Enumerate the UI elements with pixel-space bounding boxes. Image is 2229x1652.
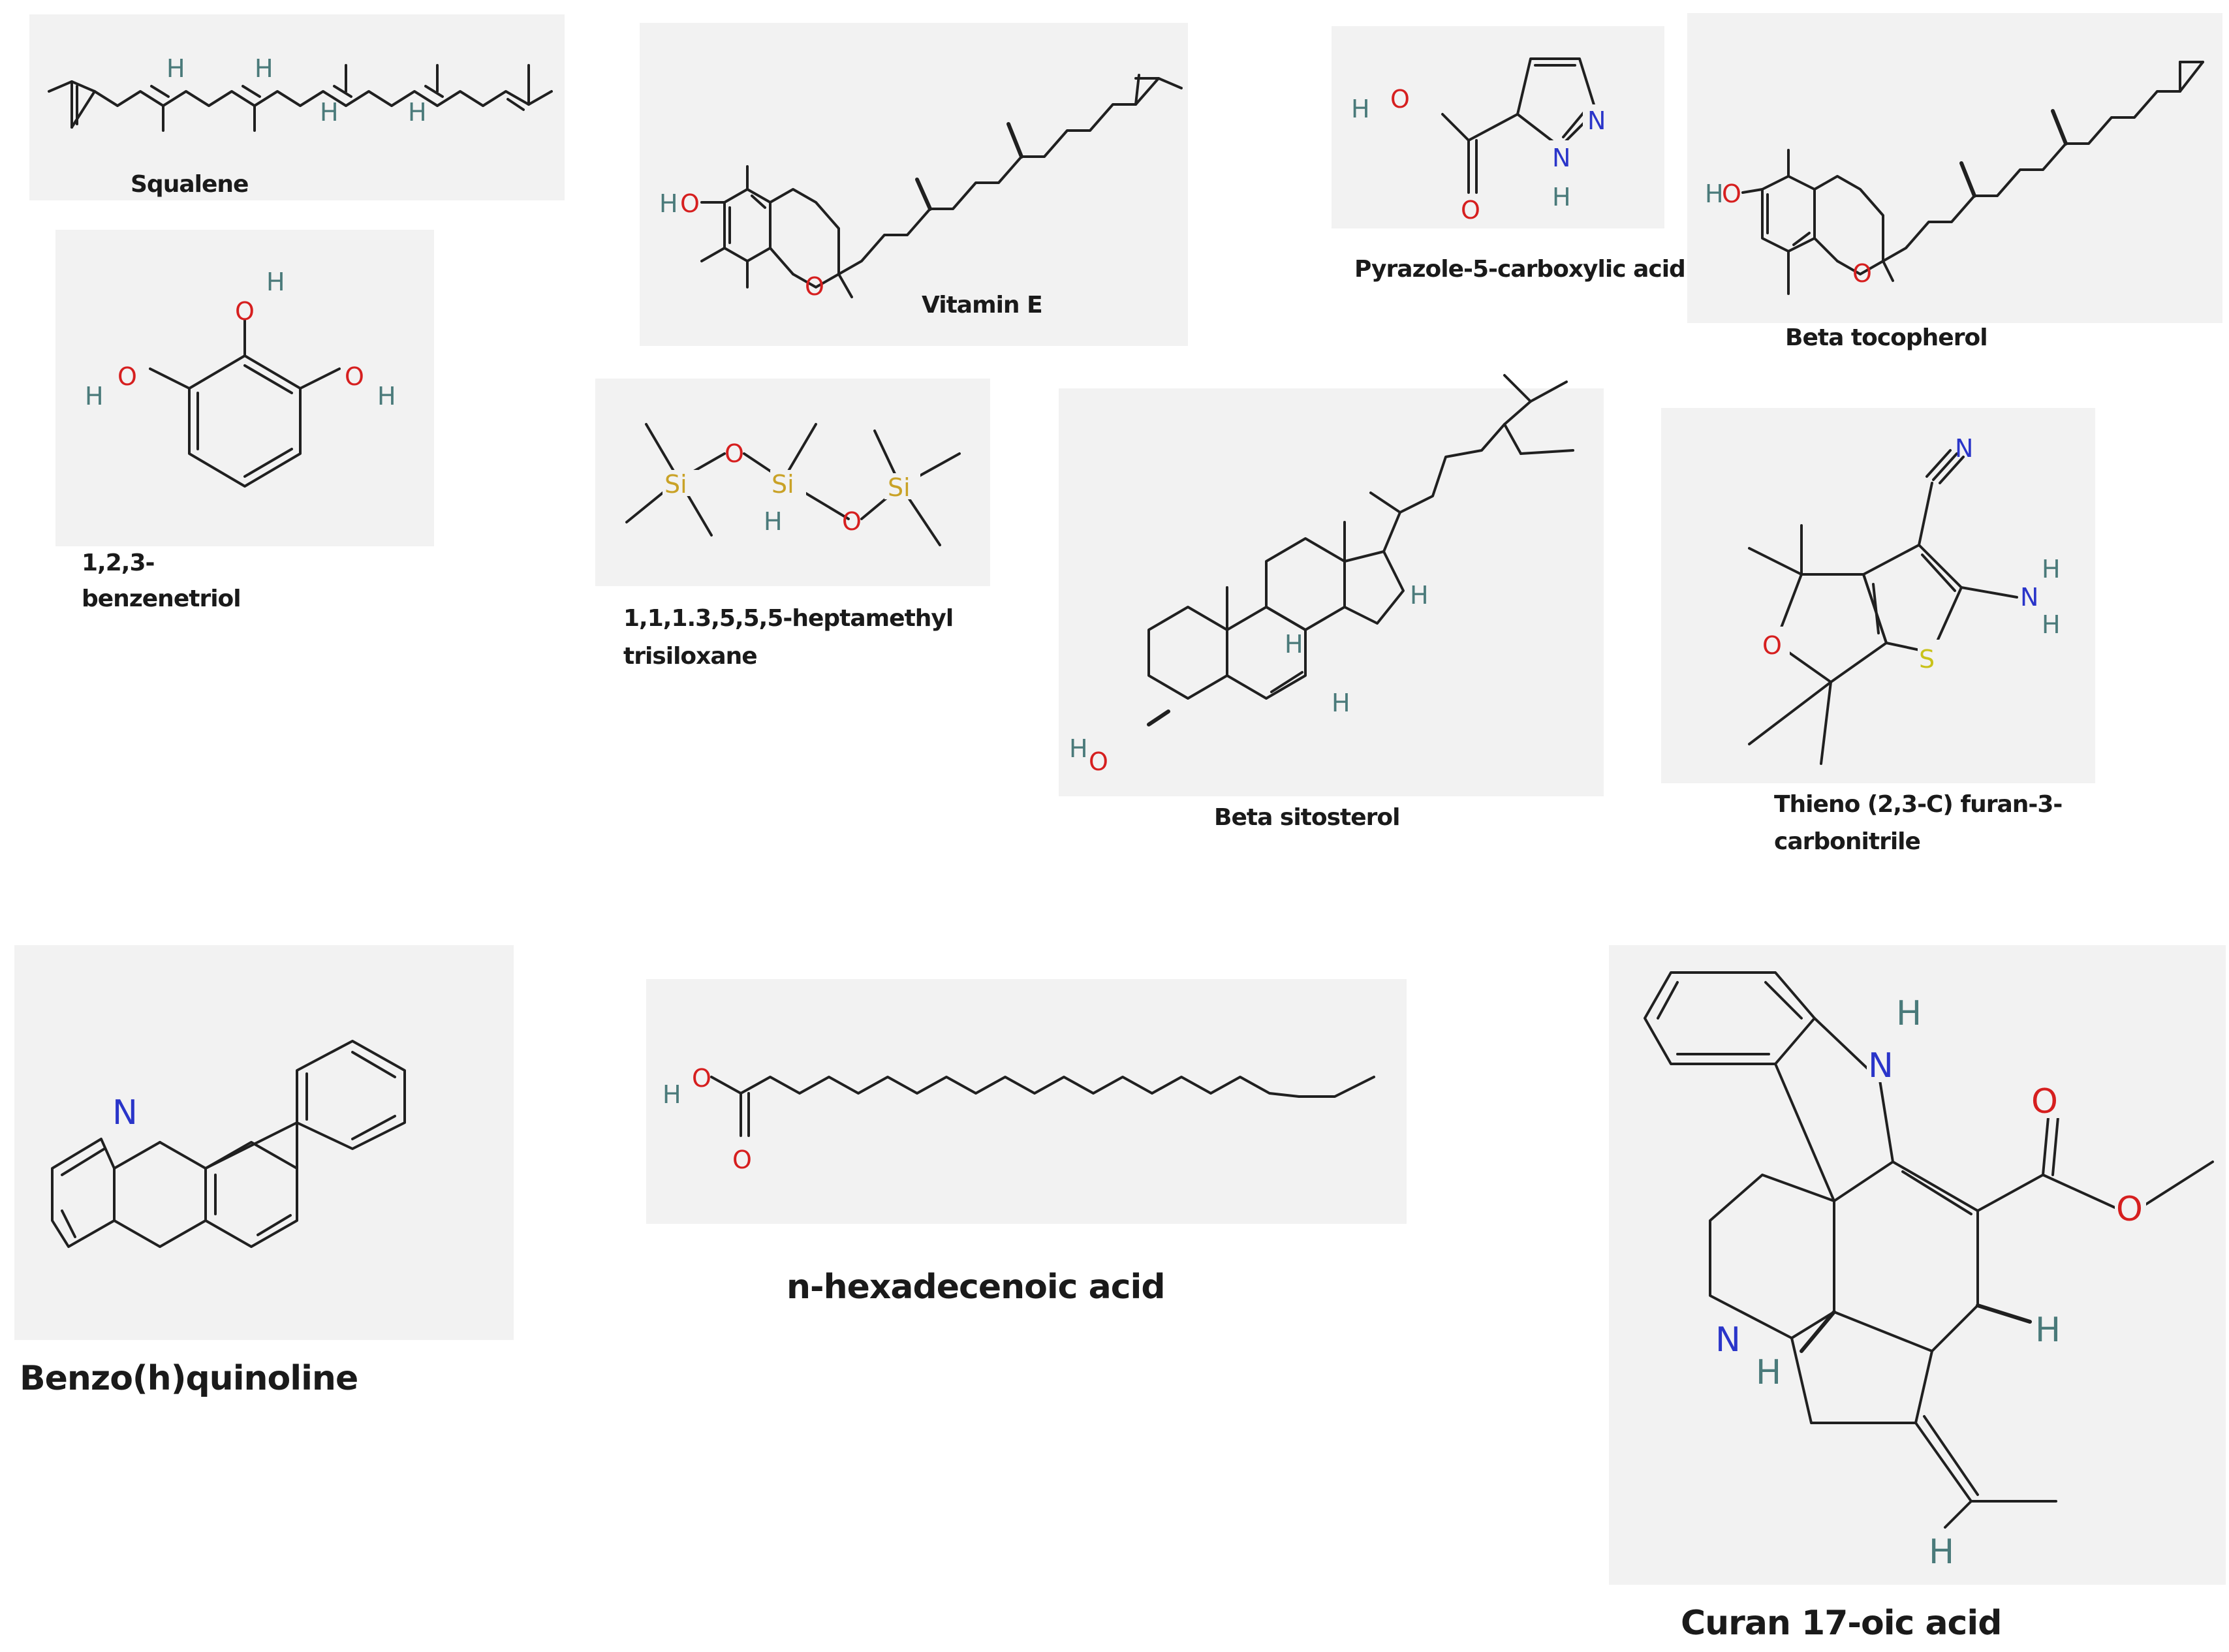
beta-tocopherol-h: H (1705, 179, 1724, 208)
benzenetriol-o-right: O (345, 362, 364, 391)
beta-tocopherol-structure: O H O (1705, 61, 2204, 295)
pyrazole-caption: Pyrazole-5-carboxylic acid (1354, 256, 1686, 283)
hexadecenoic-carbonyl-o: O (732, 1145, 752, 1174)
curan-carbonyl-o: O (2031, 1082, 2058, 1121)
vitamin-e-panel (640, 23, 1188, 346)
thieno-o: O (1762, 631, 1782, 660)
beta-tocopherol-caption: Beta tocopherol (1785, 324, 1988, 351)
curan-ester-o: O (2116, 1190, 2143, 1229)
siloxane-si-3: Si (888, 473, 911, 502)
benzenetriol-panel (55, 230, 434, 546)
beta-sitosterol-structure: H O H H H (1069, 374, 1574, 776)
benzenetriol-o-left: O (117, 362, 137, 391)
siloxane-si-1: Si (664, 470, 687, 499)
beta-sitosterol-h-17: H (1410, 581, 1429, 610)
squalene-h-2: H (255, 54, 273, 83)
thieno-caption-line1: Thieno (2,3-C) furan-3- (1774, 791, 2063, 818)
vitamin-e-oh-o: O (680, 189, 700, 218)
beta-tocopherol-oh-o: O (1722, 179, 1741, 208)
hexadecenoic-panel (646, 979, 1407, 1224)
beta-tocopherol-ring-o: O (1852, 259, 1872, 288)
squalene-h-1: H (166, 54, 185, 83)
pyrazole-n-2: N (1552, 144, 1570, 172)
beta-sitosterol-caption: Beta sitosterol (1214, 804, 1400, 831)
curan-caption: Curan 17-oic acid (1681, 1604, 2002, 1643)
siloxane-structure: Si O Si H O Si (625, 423, 961, 546)
beta-sitosterol-h-14: H (1332, 689, 1350, 717)
vitamin-e-caption: Vitamin E (922, 292, 1043, 319)
pyrazole-nh-h: H (1552, 183, 1571, 211)
thieno-structure: O S N N H H (1748, 434, 2061, 765)
siloxane-o-1: O (725, 439, 744, 468)
vitamin-e-structure: O H O (659, 74, 1183, 301)
pyrazole-carbonyl-o: O (1461, 196, 1480, 225)
benzenetriol-h-right: H (377, 382, 396, 411)
siloxane-si-h: H (764, 507, 783, 536)
pyrazole-structure: N N H O H O (1351, 57, 1609, 225)
benzenetriol-h-top: H (266, 268, 285, 296)
pyrazole-n-1: N (1587, 106, 1606, 135)
hexadecenoic-structure: H O O (662, 1064, 1375, 1174)
curan-h-vinyl: H (1929, 1533, 1954, 1572)
benzenetriol-h-left: H (85, 382, 104, 411)
squalene-h-4: H (408, 98, 427, 127)
pyrazole-oh-h: H (1351, 95, 1370, 123)
vitamin-e-h: H (659, 189, 678, 218)
thieno-caption-line2: carbonitrile (1774, 828, 1921, 855)
squalene-h-3: H (320, 98, 339, 127)
beta-sitosterol-h-9: H (1285, 630, 1303, 659)
vitamin-e-ring-o: O (805, 272, 824, 301)
benzoquinoline-structure: N (51, 1040, 406, 1248)
thieno-s: S (1919, 645, 1935, 674)
beta-sitosterol-o: O (1089, 747, 1108, 776)
curan-nh-h: H (1896, 994, 1922, 1033)
thieno-nitrile-n: N (1955, 434, 1973, 463)
hexadecenoic-caption: n-hexadecenoic acid (787, 1268, 1166, 1307)
thieno-panel (1661, 408, 2095, 783)
curan-indole-n: N (1868, 1046, 1894, 1085)
curan-amine-n: N (1715, 1320, 1741, 1360)
beta-tocopherol-panel (1687, 13, 2222, 323)
benzenetriol-structure: O H H O O H (85, 268, 396, 488)
siloxane-caption-line2: trisiloxane (623, 643, 758, 670)
curan-h-bridge: H (2035, 1311, 2061, 1350)
thieno-amine-h-2: H (2042, 610, 2061, 639)
siloxane-caption-line1: 1,1,1.3,5,5,5-heptamethyl (623, 605, 954, 632)
siloxane-o-2: O (842, 507, 862, 536)
hexadecenoic-oh-o: O (692, 1064, 711, 1093)
siloxane-si-2: Si (772, 470, 794, 499)
squalene-panel (29, 14, 565, 200)
beta-sitosterol-h: H (1069, 734, 1088, 763)
beta-sitosterol-panel (1059, 388, 1604, 796)
thieno-amine-h-1: H (2042, 555, 2061, 584)
benzoquinoline-n: N (112, 1093, 138, 1132)
squalene-caption: Squalene (131, 171, 249, 198)
benzenetriol-o-top: O (235, 297, 255, 326)
curan-structure: N H O O N H H H (1644, 971, 2214, 1572)
benzenetriol-caption-line1: 1,2,3- (82, 550, 155, 576)
pyrazole-oh-o: O (1390, 85, 1410, 114)
curan-h-amine: H (1756, 1353, 1781, 1392)
curan-panel (1609, 945, 2226, 1585)
benzoquinoline-caption: Benzo(h)quinoline (20, 1359, 358, 1398)
thieno-amine-n: N (2020, 583, 2038, 612)
benzenetriol-caption-line2: benzenetriol (82, 585, 242, 612)
squalene-structure: H H H H (48, 54, 553, 132)
hexadecenoic-h: H (662, 1080, 681, 1109)
